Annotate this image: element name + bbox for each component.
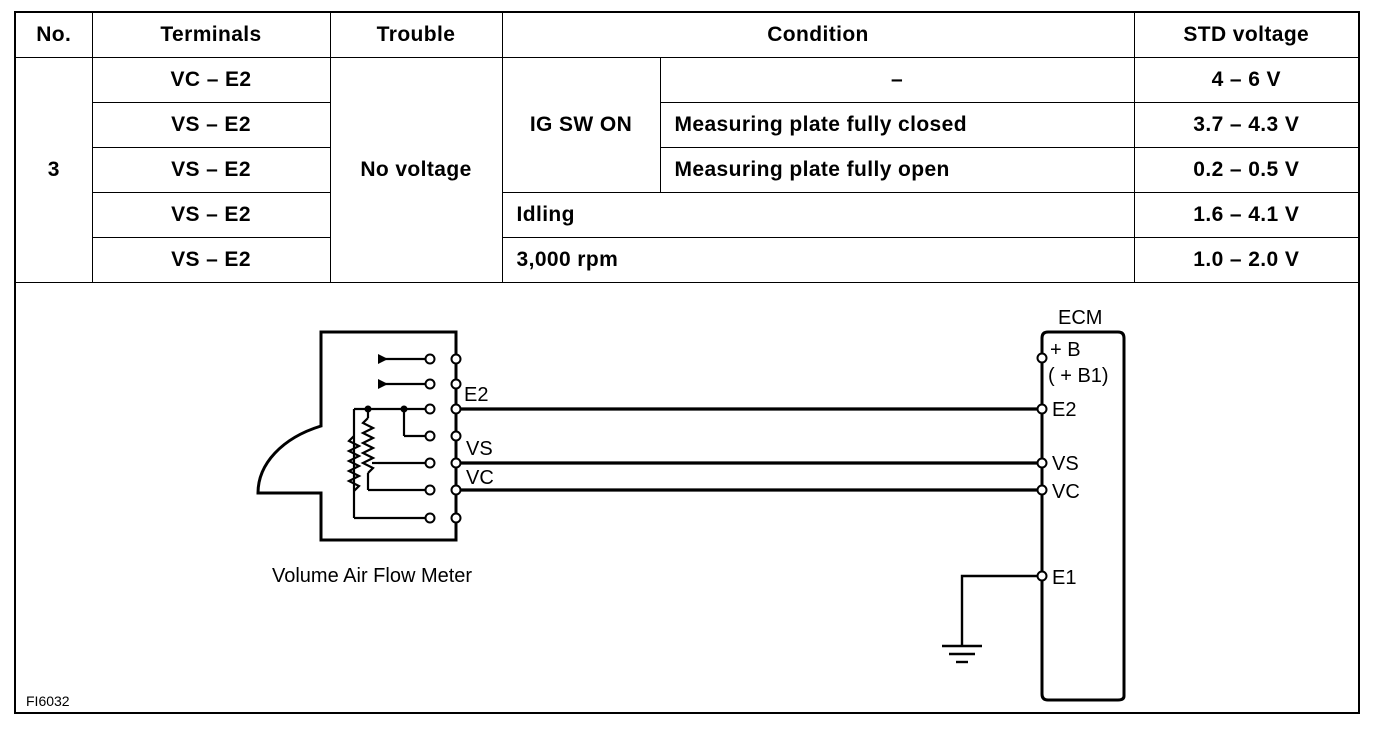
table-row: VS – E2 Measuring plate fully open 0.2 –… <box>16 147 1359 193</box>
cell-condition: Idling <box>501 192 1135 238</box>
meter-pin-label-vs: VS <box>466 438 493 460</box>
ecm-label: ECM <box>1058 307 1102 329</box>
cell-condition: Measuring plate fully closed <box>659 102 1135 148</box>
header-trouble: Trouble <box>329 13 503 58</box>
ecm-pin-label-e1: E1 <box>1052 567 1076 589</box>
ecm-pin-label-b: + B <box>1050 339 1081 361</box>
header-no: No. <box>16 13 93 58</box>
table-header-row: No. Terminals Trouble Condition STD volt… <box>16 13 1359 58</box>
wiring-diagram: E2 VS VC ECM + B ( + B1) E2 VS VC E1 Vol… <box>16 288 1358 714</box>
resistor-pot <box>360 417 376 474</box>
cell-voltage: 1.0 – 2.0 V <box>1133 237 1359 283</box>
table-row: VS – E2 Idling 1.6 – 4.1 V <box>16 192 1359 238</box>
cell-voltage: 3.7 – 4.3 V <box>1133 102 1359 148</box>
wiring-diagram-svg: E2 VS VC ECM + B ( + B1) E2 VS VC E1 <box>256 307 1126 702</box>
cell-trouble: No voltage <box>329 57 503 283</box>
meter-caption: Volume Air Flow Meter <box>272 565 473 587</box>
spec-sheet: No. Terminals Trouble Condition STD volt… <box>14 11 1360 714</box>
cell-no: 3 <box>16 57 93 283</box>
switch-arrow-lower <box>378 379 388 389</box>
cell-terminals: VS – E2 <box>92 102 331 148</box>
cell-terminals: VS – E2 <box>92 192 331 238</box>
voltage-spec-table: No. Terminals Trouble Condition STD volt… <box>16 13 1359 283</box>
cell-voltage: 4 – 6 V <box>1133 57 1359 103</box>
table-row: VS – E2 Measuring plate fully closed 3.7… <box>16 102 1359 148</box>
ecm-box-outline <box>1040 330 1126 702</box>
switch-arrows <box>364 354 408 413</box>
cell-terminals: VC – E2 <box>91 57 331 103</box>
cell-voltage: 1.6 – 4.1 V <box>1133 192 1359 238</box>
junction-dot <box>364 405 372 413</box>
switch-arrow-upper <box>378 354 388 364</box>
header-std-voltage: STD voltage <box>1133 13 1359 58</box>
ecm-terminals <box>1036 352 1048 582</box>
cell-voltage: 0.2 – 0.5 V <box>1133 147 1359 193</box>
meter-housing-outline <box>256 330 458 542</box>
cell-condition: Measuring plate fully open <box>659 147 1135 193</box>
header-terminals: Terminals <box>91 13 331 58</box>
ecm-pin-label-b1: ( + B1) <box>1048 365 1109 387</box>
cell-terminals: VS – E2 <box>92 237 331 283</box>
ecm-pin-label-e2: E2 <box>1052 399 1076 421</box>
figure-id: FI6032 <box>26 693 70 709</box>
meter-pin-label-vc: VC <box>466 467 494 489</box>
table-row: VS – E2 3,000 rpm 1.0 – 2.0 V <box>16 237 1359 283</box>
meter-terminals <box>424 353 462 524</box>
header-condition: Condition <box>501 13 1135 58</box>
ecm-pin-label-vc: VC <box>1052 481 1080 503</box>
cell-condition: 3,000 rpm <box>501 237 1135 283</box>
meter-pin-label-e2: E2 <box>464 384 488 406</box>
cell-terminals: VS – E2 <box>92 147 331 193</box>
resistor-left <box>346 435 362 492</box>
ground-symbol <box>942 574 1038 664</box>
table-row: 3 VC – E2 No voltage IG SW ON – 4 – 6 V <box>16 57 1359 283</box>
junction-dot <box>400 405 408 413</box>
ecm-pin-label-vs: VS <box>1052 453 1079 475</box>
cell-ig-sw-on: IG SW ON <box>501 57 661 193</box>
cell-condition: – <box>659 57 1135 103</box>
